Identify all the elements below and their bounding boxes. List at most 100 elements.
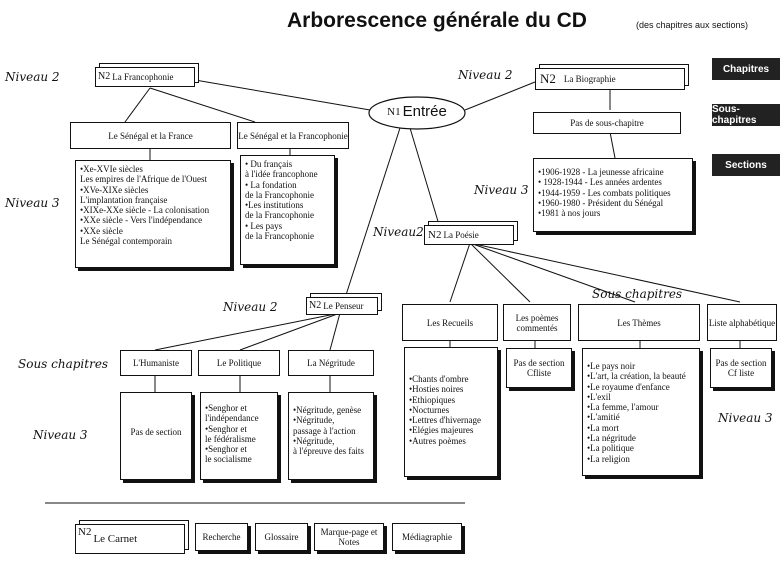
list-item[interactable]: •1981 à nos jours bbox=[538, 208, 601, 219]
legend-sections: Sections bbox=[712, 154, 780, 176]
chapter-carnet[interactable]: N2 Le Carnet bbox=[75, 524, 185, 554]
biographie-prefix: N2 bbox=[540, 71, 556, 86]
hand-niveau2-poesie: Niveau2 bbox=[373, 225, 424, 239]
list-item[interactable]: •Ethiopiques bbox=[409, 394, 456, 405]
chapter-poesie[interactable]: N2 La Poésie bbox=[424, 225, 514, 245]
sections-themes: •Le pays noir •L'art, la création, la be… bbox=[582, 348, 700, 476]
root-ellipse bbox=[368, 96, 466, 130]
hand-niveau3-right: Niveau 3 bbox=[474, 183, 529, 197]
list-item: à l'idée francophone bbox=[245, 169, 318, 180]
list-item[interactable]: •L'art, la création, la beauté bbox=[587, 371, 686, 382]
hand-sous-chapitres-poesie: Sous chapitres bbox=[592, 287, 683, 301]
hand-niveau3-penseur: Niveau 3 bbox=[33, 428, 88, 442]
carnet-label: Le Carnet bbox=[93, 533, 138, 545]
list-item[interactable]: •Xe-XVIe siècles bbox=[80, 164, 143, 174]
hand-niveau2-left: Niveau 2 bbox=[5, 70, 60, 84]
list-item[interactable]: • Du français bbox=[245, 159, 293, 169]
hand-niveau3-poesie: Niveau 3 bbox=[718, 411, 773, 425]
sections-senegal-francophonie: • Du français à l'idée francophone • La … bbox=[240, 155, 335, 265]
chapter-francophonie[interactable]: N2 La Francophonie bbox=[95, 67, 195, 87]
subchapter-senegal-france[interactable]: Le Sénégal et la France bbox=[70, 122, 231, 149]
list-item[interactable]: •XVe-XIXe siècles bbox=[80, 184, 149, 195]
root-node[interactable]: N1 Entrée bbox=[375, 103, 459, 120]
list-item[interactable]: • La fondation bbox=[245, 179, 297, 190]
list-item[interactable]: •La religion bbox=[587, 453, 630, 464]
marque-page-button[interactable]: Marque-page et Notes bbox=[314, 523, 384, 551]
list-item: Les empires de l'Afrique de l'Ouest bbox=[80, 174, 207, 185]
sections-recueils: •Chants d'ombre •Hosties noires •Ethiopi… bbox=[404, 347, 498, 477]
biographie-label: La Biographie bbox=[563, 74, 616, 84]
list-item[interactable]: •Senghor et bbox=[205, 423, 247, 434]
subchapter-liste-alphabetique[interactable]: Liste alphabétique bbox=[707, 304, 777, 341]
sections-senegal-france: •Xe-XVIe siècles Les empires de l'Afriqu… bbox=[75, 160, 231, 268]
subchapter-politique[interactable]: Le Politique bbox=[198, 350, 280, 376]
subchapter-humaniste[interactable]: L'Humaniste bbox=[120, 350, 192, 376]
page-title: Arborescence générale du CD bbox=[287, 9, 587, 32]
sections-poemes-commentes: Pas de section Cfliste bbox=[506, 348, 572, 388]
sections-liste-alphabetique: Pas de section Cf liste bbox=[710, 348, 772, 388]
list-item[interactable]: •Nocturnes bbox=[409, 404, 450, 415]
list-item: de la Francophonie bbox=[245, 231, 314, 242]
list-item[interactable]: • Les pays bbox=[245, 220, 283, 231]
list-item: à l'épreuve des faits bbox=[293, 446, 364, 457]
subchapter-senegal-francophonie[interactable]: Le Sénégal et la Francophonie bbox=[237, 122, 349, 149]
root-label: Entrée bbox=[402, 103, 447, 120]
list-item[interactable]: •XXe siècle bbox=[80, 225, 123, 236]
list-item[interactable]: •Elégies majeures bbox=[409, 425, 474, 436]
francophonie-prefix: N2 bbox=[98, 71, 111, 82]
glossaire-button[interactable]: Glossaire bbox=[255, 523, 308, 551]
list-item[interactable]: •1906-1928 - La jeunesse africaine bbox=[538, 167, 664, 177]
sections-biographie: •1906-1928 - La jeunesse africaine • 192… bbox=[533, 158, 693, 232]
list-item[interactable]: •Lettres d'hivernage bbox=[409, 415, 481, 426]
legend-sous-chapitres: Sous-chapitres bbox=[712, 104, 780, 126]
list-item[interactable]: •Négritude, bbox=[293, 415, 335, 426]
subchapter-poemes-commentes[interactable]: Les poèmes commentés bbox=[503, 304, 571, 341]
hand-niveau2-right: Niveau 2 bbox=[458, 68, 513, 82]
list-item[interactable]: •Hosties noires bbox=[409, 384, 464, 395]
chapter-biographie[interactable]: N2 La Biographie bbox=[535, 68, 685, 90]
list-item[interactable]: •Les institutions bbox=[245, 200, 304, 211]
list-item: Le Sénégal contemporain bbox=[80, 236, 172, 247]
list-item[interactable]: •1960-1980 - Président du Sénégal bbox=[538, 197, 664, 208]
list-item[interactable]: •Chants d'ombre bbox=[409, 374, 469, 384]
list-item[interactable]: •La femme, l'amour bbox=[587, 402, 659, 413]
list-item[interactable]: •Le pays noir bbox=[587, 361, 636, 371]
list-item[interactable]: •L'exil bbox=[587, 391, 611, 402]
page-subtitle: (des chapitres aux sections) bbox=[636, 20, 749, 30]
list-item[interactable]: •La politique bbox=[587, 443, 634, 454]
sections-politique: •Senghor et l'indépendance •Senghor et l… bbox=[200, 392, 278, 480]
root-prefix: N1 bbox=[387, 105, 401, 118]
subchapter-themes[interactable]: Les Thèmes bbox=[578, 304, 700, 341]
list-item[interactable]: • 1928-1944 - Les années ardentes bbox=[538, 177, 662, 188]
hand-niveau2-penseur: Niveau 2 bbox=[223, 300, 278, 314]
legend-chapitres: Chapitres bbox=[712, 58, 780, 80]
list-item[interactable]: •Négritude, genèse bbox=[293, 405, 362, 415]
penseur-label: Le Penseur bbox=[323, 301, 364, 311]
subchapter-negritude[interactable]: La Négritude bbox=[288, 350, 374, 376]
list-item[interactable]: •XIXe-XXe siècle - La colonisation bbox=[80, 205, 210, 216]
list-item: L'implantation française bbox=[80, 194, 168, 205]
list-item[interactable]: •L'amitié bbox=[587, 412, 620, 423]
list-item[interactable]: •XXe siècle - Vers l'indépendance bbox=[80, 215, 203, 226]
list-item[interactable]: •1944-1959 - Les combats politiques bbox=[538, 187, 671, 198]
list-item[interactable]: •Le royaume d'enfance bbox=[587, 381, 670, 392]
penseur-prefix: N2 bbox=[309, 300, 322, 311]
list-item[interactable]: •Senghor et bbox=[205, 403, 247, 413]
carnet-prefix: N2 bbox=[78, 526, 92, 538]
list-item[interactable]: •La mort bbox=[587, 422, 619, 433]
poesie-label: La Poésie bbox=[443, 230, 479, 240]
sections-humaniste: Pas de section bbox=[120, 392, 192, 480]
list-item[interactable]: •Autres poèmes bbox=[409, 435, 466, 446]
list-item[interactable]: •Senghor et bbox=[205, 444, 247, 455]
recherche-button[interactable]: Recherche bbox=[195, 523, 248, 551]
list-item[interactable]: •Négritude, bbox=[293, 435, 335, 446]
list-item[interactable]: •La négritude bbox=[587, 433, 636, 444]
list-item: l'indépendance bbox=[205, 413, 259, 424]
subchapter-biographie[interactable]: Pas de sous-chapitre bbox=[533, 112, 681, 134]
subchapter-recueils[interactable]: Les Recueils bbox=[402, 304, 498, 341]
list-item: le socialisme bbox=[205, 454, 252, 465]
mediagraphie-button[interactable]: Médiagraphie bbox=[392, 523, 462, 551]
list-item: le fédéralisme bbox=[205, 433, 256, 444]
chapter-penseur[interactable]: N2 Le Penseur bbox=[306, 297, 378, 315]
